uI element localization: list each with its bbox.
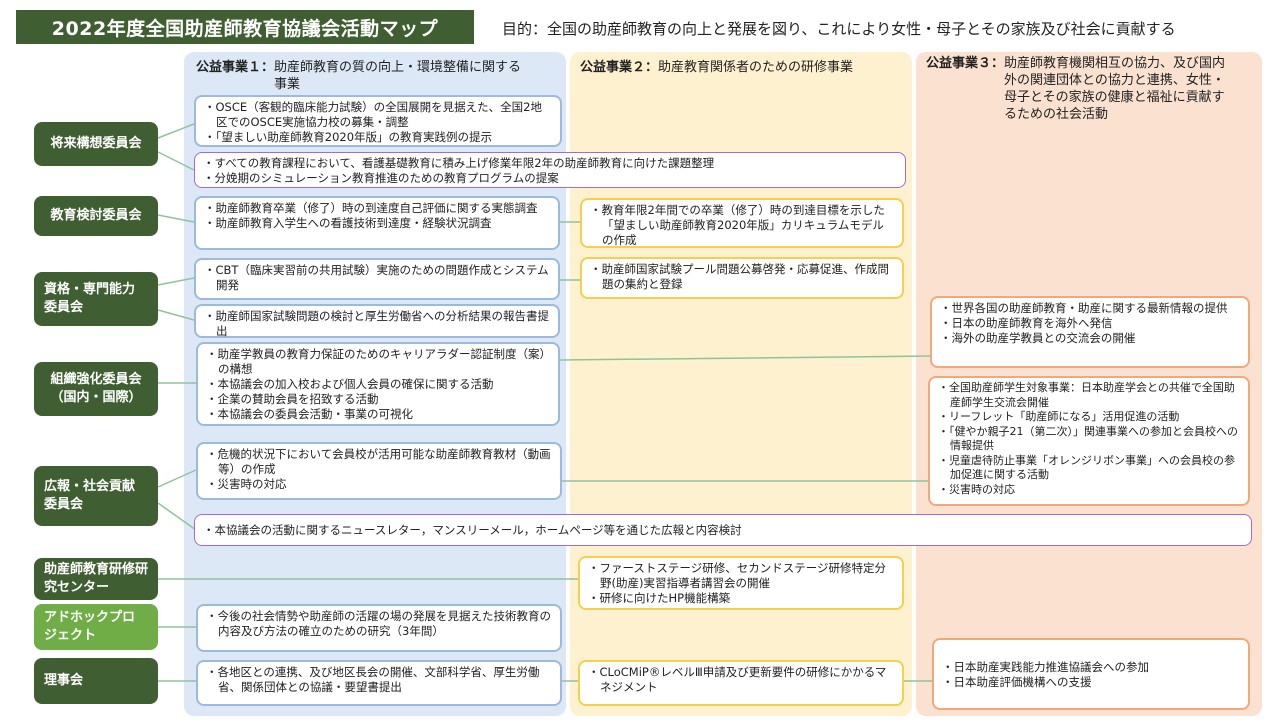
activity-item: 災害時の対応 bbox=[206, 477, 552, 492]
activity-box-board-external: 日本助産実践能力推進協議会への参加 日本助産評価機構への支援 bbox=[932, 638, 1250, 710]
column-heading-3: 公益事業３： 助産師教育機関相互の協力、及び国内外の関連団体との協力と連携、女性… bbox=[926, 55, 1256, 123]
activity-item: 海外の助産学教員との交流会の開催 bbox=[940, 331, 1240, 346]
committee-label: 理事会 bbox=[44, 673, 84, 688]
committee-label: 将来構想委員会 bbox=[50, 136, 142, 151]
committee-training-center: 助産師教育研修研究センター bbox=[34, 558, 158, 600]
column-heading-label: 公益事業３： bbox=[926, 56, 1005, 71]
committee-qualification: 資格・専門能力委員会 bbox=[34, 272, 158, 326]
activity-item: 危機的状況下において会員校が活用可能な助産師教育教材（動画等）の作成 bbox=[206, 447, 552, 477]
committee-public-relations: 広報・社会貢献委員会 bbox=[34, 466, 158, 526]
activity-item: リーフレット「助産師になる」活用促進の活動 bbox=[938, 410, 1240, 425]
activity-item: 日本助産評価機構への支援 bbox=[942, 675, 1149, 690]
activity-item: 「望ましい助産師教育2020年版」の教育実践例の提示 bbox=[204, 130, 552, 145]
activity-item: すべての教育課程において、看護基礎教育に積み上げ修業年限2年の助産師教育に向けた… bbox=[203, 156, 897, 171]
committee-future-planning: 将来構想委員会 bbox=[34, 122, 158, 166]
activity-item: 全国助産師学生対象事業：日本助産学会との共催で全国助産師学生交流会開催 bbox=[938, 381, 1240, 410]
activity-box-education-survey: 助産師教育卒業（修了）時の到達度自己評価に関する実態調査 助産師教育入学生への看… bbox=[194, 196, 560, 250]
activity-box-pr-wide: 本協議会の活動に関するニュースレター，マンスリーメール，ホームページ等を通じた広… bbox=[194, 514, 1252, 546]
activity-item: 助産師国家試験問題の検討と厚生労働省への分析結果の報告書提出 bbox=[204, 309, 550, 339]
activity-item: 助産師教育卒業（修了）時の到達度自己評価に関する実態調査 bbox=[204, 201, 550, 216]
activity-item: 災害時の対応 bbox=[938, 483, 1240, 498]
column-heading-label: 公益事業１： bbox=[196, 60, 275, 75]
activity-box-social-contribution: 全国助産師学生対象事業：日本助産学会との共催で全国助産師学生交流会開催 リーフレ… bbox=[928, 376, 1250, 506]
activity-box-pr-materials: 危機的状況下において会員校が活用可能な助産師教育教材（動画等）の作成 災害時の対… bbox=[196, 442, 562, 500]
activity-item: 企業の賛助会員を招致する活動 bbox=[206, 392, 550, 407]
committee-board: 理事会 bbox=[34, 658, 158, 704]
activity-box-qualification-report: 助産師国家試験問題の検討と厚生労働省への分析結果の報告書提出 bbox=[194, 304, 560, 338]
committee-label: 助産師教育研修研究センター bbox=[44, 562, 149, 595]
column-heading-2: 公益事業２： 助産教育関係者のための研修事業 bbox=[580, 59, 900, 76]
activity-box-future-wide: すべての教育課程において、看護基礎教育に積み上げ修業年限2年の助産師教育に向けた… bbox=[194, 152, 906, 188]
activity-box-international: 世界各国の助産師教育・助産に関する最新情報の提供 日本の助産師教育を海外へ発信 … bbox=[930, 296, 1250, 368]
activity-item: 各地区との連携、及び地区長会の開催、文部科学省、厚生労働省、関係団体との協議・要… bbox=[206, 665, 552, 695]
activity-item: 本協議会の委員会活動・事業の可視化 bbox=[206, 407, 550, 422]
activity-box-adhoc-research: 今後の社会情勢や助産師の活躍の場の発展を見据えた技術教育の内容及び方法の確立のた… bbox=[196, 604, 562, 652]
activity-item: 研修に向けたHP機能構築 bbox=[588, 591, 894, 606]
committee-label: 広報・社会貢献委員会 bbox=[44, 479, 136, 512]
committee-organization: 組織強化委員会（国内・国際） bbox=[34, 362, 158, 416]
activity-box-future-osce: OSCE（客観的臨床能力試験）の全国展開を見据えた、全国2地区でのOSCE実施協… bbox=[194, 95, 562, 147]
activity-box-board-clocmip: CLoCMiP®レベルⅢ申請及び更新要件の研修にかかるマネジメント bbox=[578, 660, 904, 706]
page-title: 2022年度全国助産師教育協議会活動マップ bbox=[16, 10, 474, 44]
committee-label: アドホックプロジェクト bbox=[44, 610, 136, 643]
activity-box-training: ファーストステージ研修、セカンドステージ研修特定分野(助産)実習指導者講習会の開… bbox=[578, 556, 904, 610]
activity-item: 日本助産実践能力推進協議会への参加 bbox=[942, 660, 1150, 675]
activity-box-board-coordination: 各地区との連携、及び地区長会の開催、文部科学省、厚生労働省、関係団体との協議・要… bbox=[196, 660, 562, 706]
column-heading-text: 助産師教育機関相互の協力、及び国内外の関連団体との協力と連携、女性・母子とその家… bbox=[1004, 56, 1226, 122]
activity-item: 助産師国家試験プール問題公募啓発・応募促進、作成問題の集約と登録 bbox=[590, 262, 894, 292]
activity-box-qualification-pool: 助産師国家試験プール問題公募啓発・応募促進、作成問題の集約と登録 bbox=[580, 257, 904, 299]
committee-label: 組織強化委員会（国内・国際） bbox=[50, 372, 142, 405]
committee-education-review: 教育検討委員会 bbox=[34, 196, 158, 236]
activity-item: 本協議会の活動に関するニュースレター，マンスリーメール，ホームページ等を通じた広… bbox=[203, 523, 742, 538]
activity-item: 助産学教員の教育力保証のためのキャリアラダー認証制度（案）の構想 bbox=[206, 347, 550, 377]
committee-label: 資格・専門能力委員会 bbox=[44, 282, 136, 315]
column-heading-label: 公益事業２： bbox=[580, 60, 659, 75]
activity-item: OSCE（客観的臨床能力試験）の全国展開を見据えた、全国2地区でのOSCE実施協… bbox=[204, 100, 552, 130]
activity-item: CLoCMiP®レベルⅢ申請及び更新要件の研修にかかるマネジメント bbox=[588, 665, 894, 695]
column-heading-text: 助産教育関係者のための研修事業 bbox=[658, 60, 854, 75]
activity-item: 助産師教育入学生への看護技術到達度・経験状況調査 bbox=[204, 216, 550, 231]
purpose-statement: 目的：全国の助産師教育の向上と発展を図り、これにより女性・母子とその家族及び社会… bbox=[502, 20, 1176, 38]
column-heading-1: 公益事業１： 助産師教育の質の向上・環境整備に関する事業 bbox=[196, 59, 536, 93]
activity-item: 世界各国の助産師教育・助産に関する最新情報の提供 bbox=[940, 301, 1240, 316]
activity-item: ファーストステージ研修、セカンドステージ研修特定分野(助産)実習指導者講習会の開… bbox=[588, 561, 894, 591]
committee-adhoc-project: アドホックプロジェクト bbox=[34, 604, 158, 650]
committee-label: 教育検討委員会 bbox=[50, 208, 142, 223]
activity-item: 「健やか親子21（第二次）」関連事業への参加と会員校への情報提供 bbox=[938, 425, 1240, 454]
activity-box-qualification-cbt: CBT（臨床実習前の共用試験）実施のための問題作成とシステム開発 bbox=[194, 258, 560, 300]
activity-item: 本協議会の加入校および個人会員の確保に関する活動 bbox=[206, 377, 550, 392]
activity-item: 分娩期のシミュレーション教育推進のための教育プログラムの提案 bbox=[203, 171, 897, 186]
activity-box-organization: 助産学教員の教育力保証のためのキャリアラダー認証制度（案）の構想 本協議会の加入… bbox=[196, 342, 560, 426]
activity-item: 児童虐待防止事業「オレンジリボン事業」への会員校の参加促進に関する活動 bbox=[938, 454, 1240, 483]
activity-item: CBT（臨床実習前の共用試験）実施のための問題作成とシステム開発 bbox=[204, 263, 550, 293]
activity-box-education-curriculum: 教育年限2年間での卒業（修了）時の到達目標を示した「望ましい助産師教育2020年… bbox=[580, 198, 904, 248]
column-heading-text: 助産師教育の質の向上・環境整備に関する事業 bbox=[274, 60, 522, 92]
activity-item: 教育年限2年間での卒業（修了）時の到達目標を示した「望ましい助産師教育2020年… bbox=[590, 203, 894, 248]
activity-item: 今後の社会情勢や助産師の活躍の場の発展を見据えた技術教育の内容及び方法の確立のた… bbox=[206, 609, 552, 639]
activity-item: 日本の助産師教育を海外へ発信 bbox=[940, 316, 1240, 331]
